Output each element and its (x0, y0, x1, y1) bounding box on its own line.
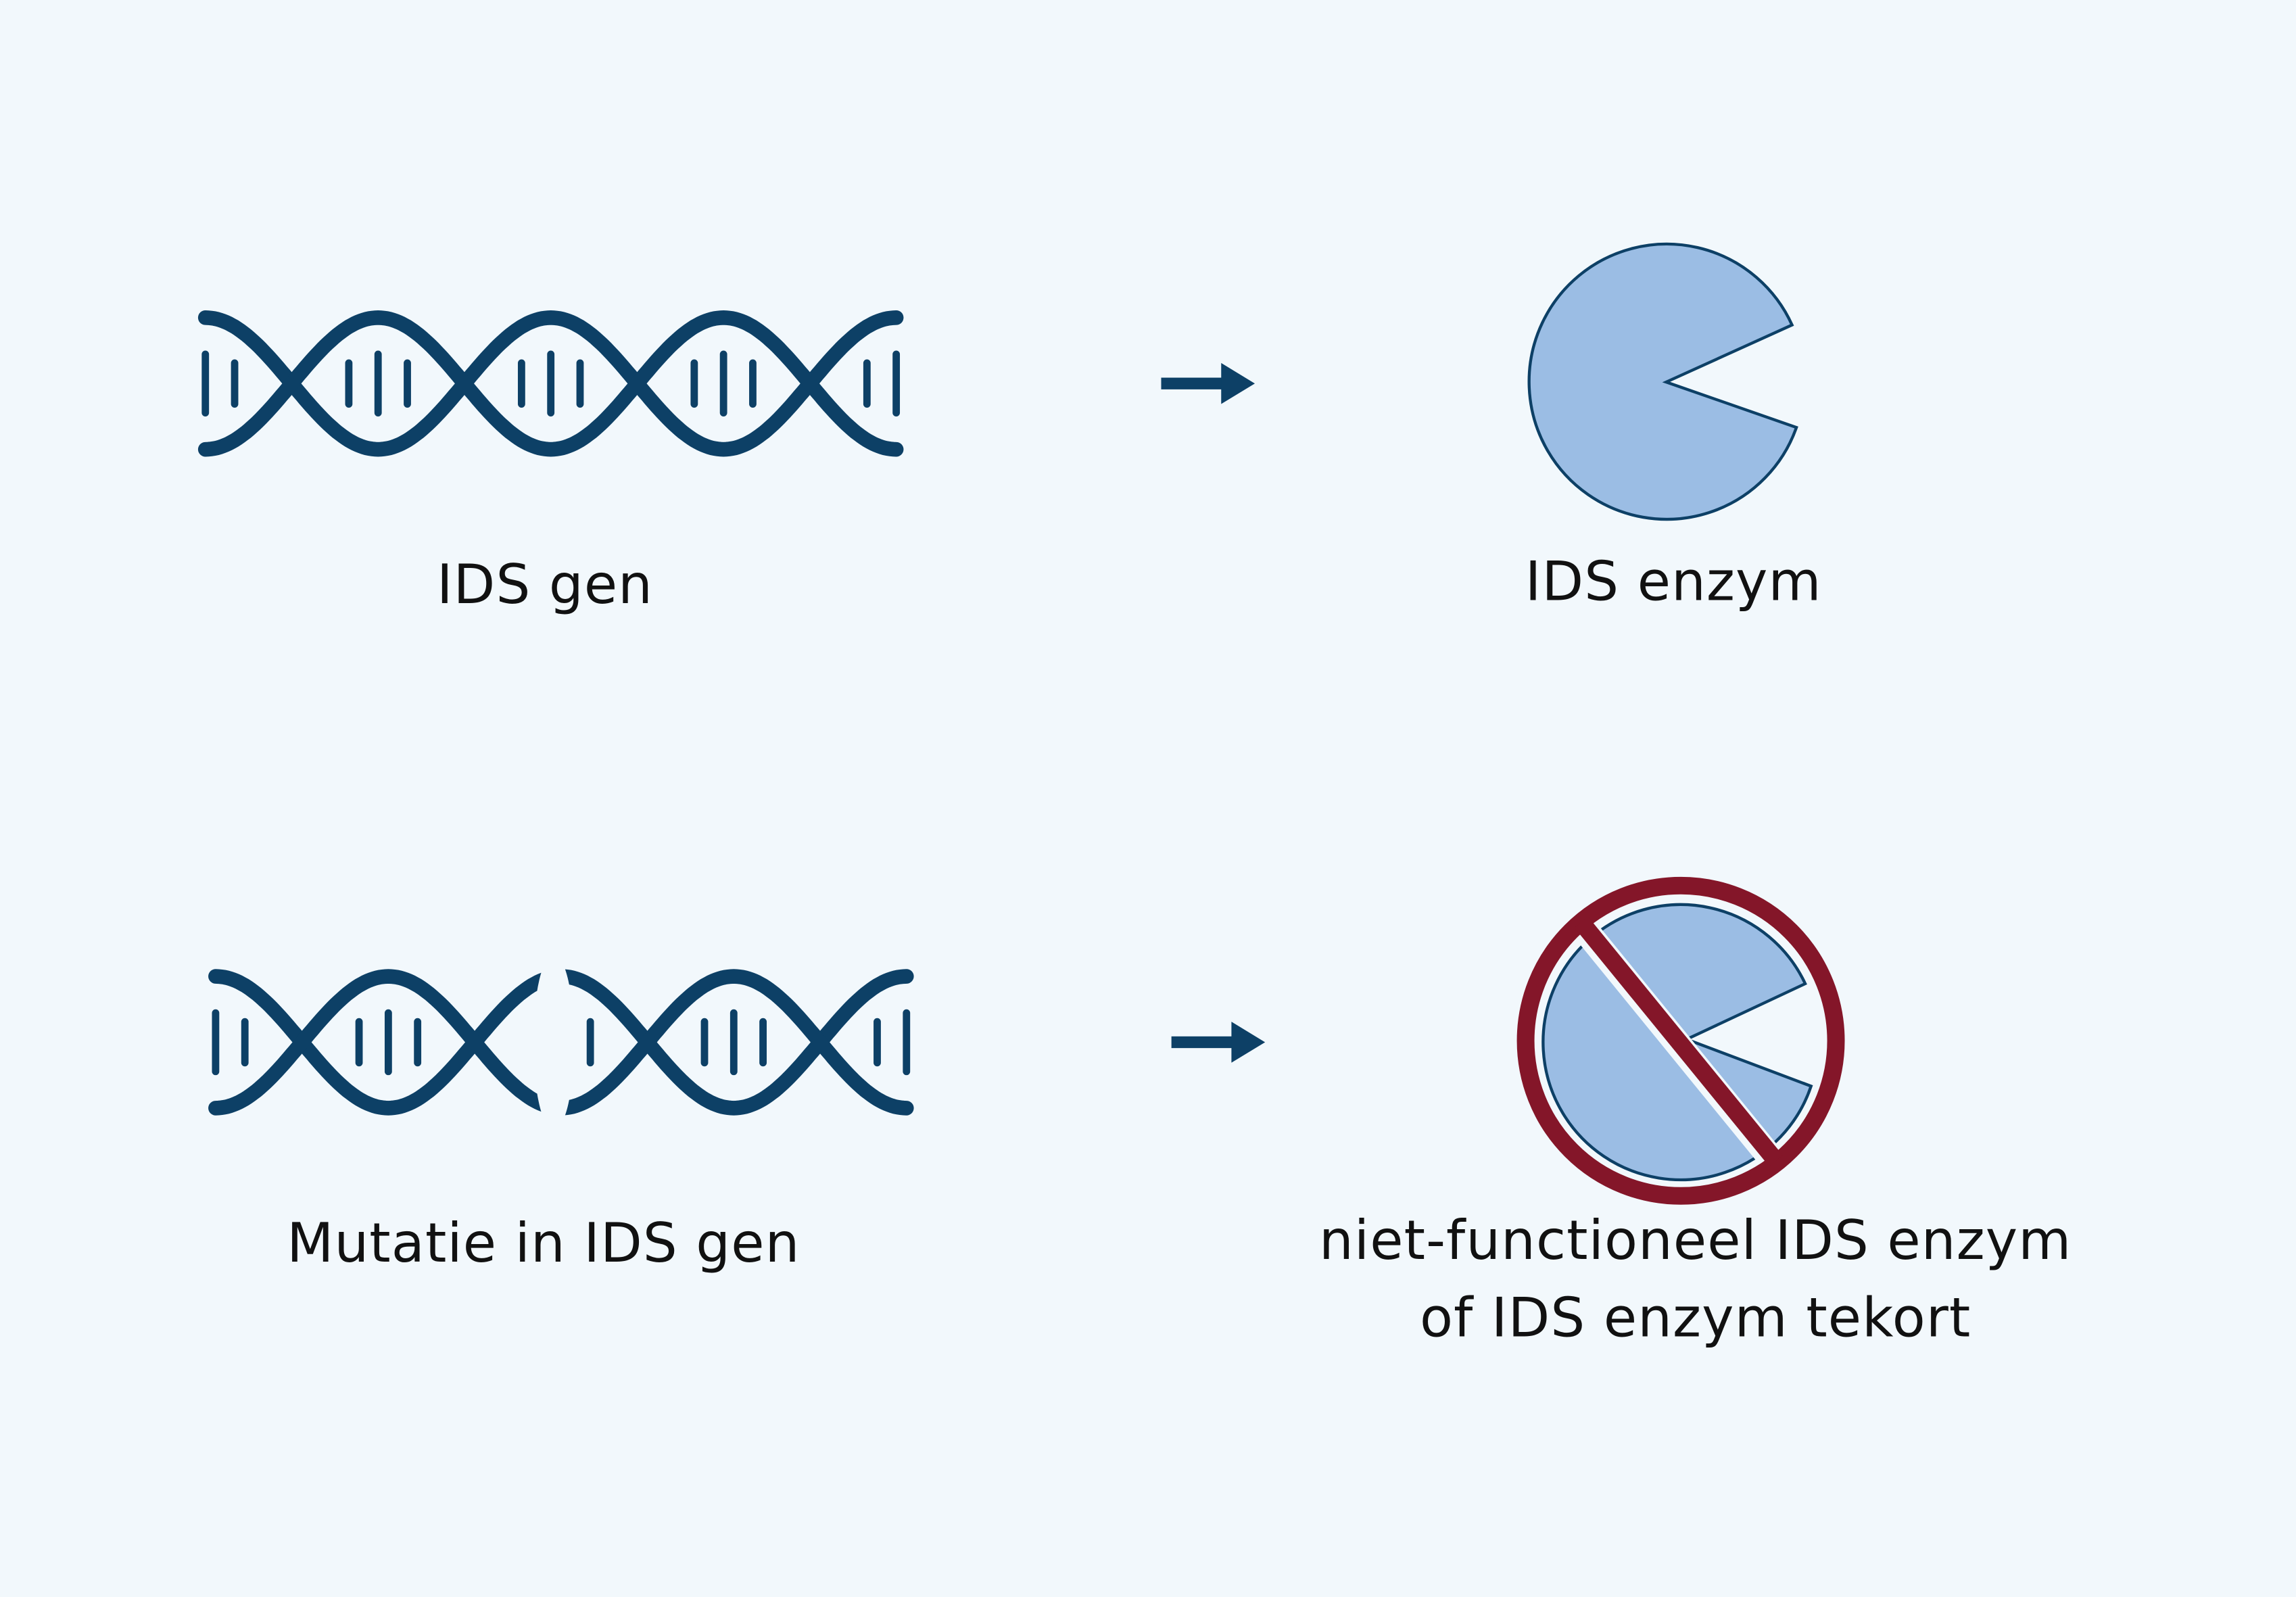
enzyme-label: IDS enzym (1525, 550, 1822, 613)
prohibited-icon (1516, 876, 1845, 1205)
dna-strand (197, 310, 904, 457)
arrow-right-icon (1161, 362, 1255, 404)
dna-strand (197, 310, 904, 457)
arrow-right-icon (1171, 1022, 1266, 1063)
nonfunctional-label-line1: niet-functioneel IDS enzym (1319, 1209, 2072, 1272)
nonfunctional-enzyme (1516, 876, 1845, 1205)
dna-helix-icon (197, 310, 904, 457)
gene-label: IDS gen (437, 553, 653, 616)
dna-break (533, 954, 575, 1130)
broken-dna-icon (208, 954, 914, 1130)
mutation-label: Mutatie in IDS gen (287, 1212, 800, 1274)
enzyme-icon (1527, 242, 1798, 521)
nonfunctional-label-line2: of IDS enzym tekort (1420, 1287, 1971, 1350)
